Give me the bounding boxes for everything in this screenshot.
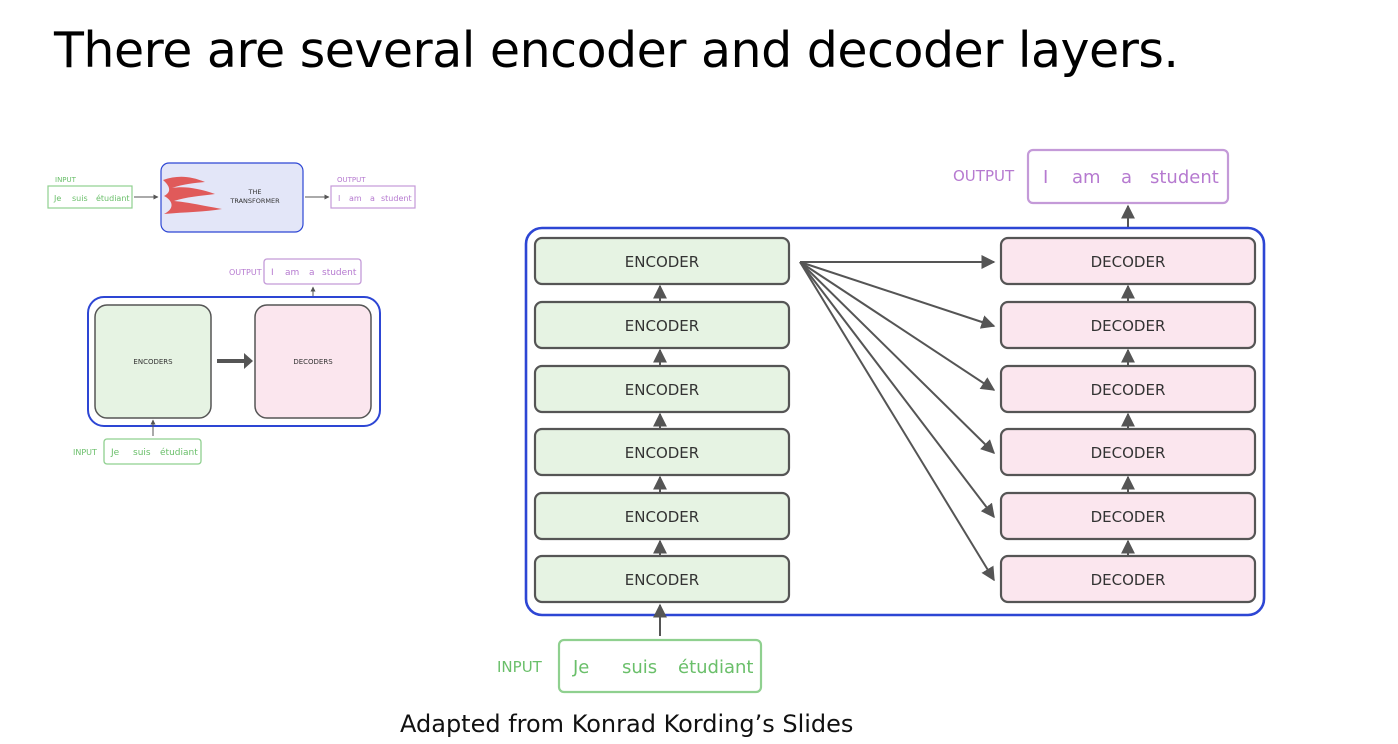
encoders-box (94, 304, 212, 419)
middle-input-word: étudiant (160, 447, 198, 458)
encoder-box (533, 427, 791, 477)
middle-input-label: INPUT (73, 448, 97, 457)
decoder-box (999, 554, 1257, 604)
overview-input-word: suis (72, 194, 88, 203)
stack-output-box (1026, 148, 1230, 205)
encoder-to-decoder-arrow (799, 261, 996, 391)
encoder-label: ENCODER (625, 508, 699, 526)
overview-output-box (330, 185, 416, 209)
encoder-box (533, 554, 791, 604)
stack-output-label: OUTPUT (953, 167, 1015, 185)
encoders-decoders-diagram: OUTPUT I am a student ENCODERS DECODERS … (73, 258, 381, 465)
middle-input-word: Je (110, 448, 120, 458)
middle-input-box (103, 438, 202, 465)
overview-output-word: I (338, 194, 340, 203)
decoders-label: DECODERS (293, 358, 333, 366)
encoder-label: ENCODER (625, 253, 699, 271)
decoder-label: DECODER (1091, 381, 1166, 399)
stacked-diagram: OUTPUT I am a student ENCODERENCODERENCO… (497, 148, 1266, 694)
overview-input-label: INPUT (55, 176, 77, 184)
stack-input-label: INPUT (497, 658, 543, 676)
encoder-to-decoder-arrow (799, 261, 995, 454)
middle-thick-arrow-head (244, 353, 253, 369)
overview-output-word: a (370, 194, 375, 203)
decoder-label: DECODER (1091, 317, 1166, 335)
stack-output-word: a (1121, 167, 1132, 188)
middle-input-word: suis (133, 448, 151, 458)
encoder-stack: ENCODER ENCODER ENCODER ENCODER ENCODER ENCOD… (533, 236, 791, 604)
overview-diagram: INPUT Je suis étudiant THE TRANSFORMER O… (47, 162, 416, 233)
overview-output-word: am (349, 194, 362, 203)
decoder-label: DECODER (1091, 508, 1166, 526)
middle-output-label: OUTPUT (229, 268, 262, 277)
encoder-to-decoder-arrow (799, 261, 995, 519)
stack-output-word: am (1072, 167, 1101, 188)
decoder-box (999, 300, 1257, 350)
transformer-label-line2: TRANSFORMER (229, 197, 280, 205)
encoder-decoder-connections (799, 255, 996, 582)
stack-input-box (557, 638, 763, 694)
encoder-box (533, 491, 791, 541)
decoders-box (254, 304, 372, 419)
overview-input-word: étudiant (96, 193, 130, 203)
slide-title: There are several encoder and decoder la… (54, 22, 1179, 79)
overview-output-label: OUTPUT (337, 176, 366, 184)
stack-input-word: Je (572, 657, 589, 678)
encoder-to-decoder-arrow (799, 261, 996, 329)
middle-output-box (263, 258, 362, 285)
decoder-box (999, 491, 1257, 541)
decoder-label: DECODER (1091, 444, 1166, 462)
encoder-label: ENCODER (625, 571, 699, 589)
overview-input-word: Je (53, 194, 61, 203)
middle-output-word: student (322, 268, 357, 278)
stack-input-word: étudiant (678, 657, 753, 678)
encoder-to-decoder-arrow (799, 261, 995, 582)
transformer-label-line1: THE (248, 188, 262, 196)
flame-icon (163, 176, 222, 214)
stack-output-word: student (1150, 167, 1219, 188)
decoder-label: DECODER (1091, 571, 1166, 589)
slide-caption: Adapted from Konrad Kording’s Slides (400, 710, 854, 738)
encoder-label: ENCODER (625, 381, 699, 399)
encoder-box (533, 300, 791, 350)
decoder-box (999, 236, 1257, 286)
middle-output-word: am (285, 268, 299, 278)
middle-output-word: I (271, 268, 274, 278)
stack-input-word: suis (622, 657, 657, 678)
encoders-label: ENCODERS (133, 358, 173, 366)
overview-output-word: student (381, 194, 412, 203)
stack-output-word: I (1043, 167, 1048, 188)
encoder-box (533, 364, 791, 414)
decoder-stack: DECODER DECODER DECODER DECODER DECODER DECOD… (999, 236, 1257, 604)
decoder-label: DECODER (1091, 253, 1166, 271)
encoder-label: ENCODER (625, 317, 699, 335)
middle-output-word: a (309, 268, 315, 278)
overview-input-box (47, 185, 133, 209)
encoder-box (533, 236, 791, 286)
decoder-box (999, 364, 1257, 414)
encoder-label: ENCODER (625, 444, 699, 462)
decoder-box (999, 427, 1257, 477)
